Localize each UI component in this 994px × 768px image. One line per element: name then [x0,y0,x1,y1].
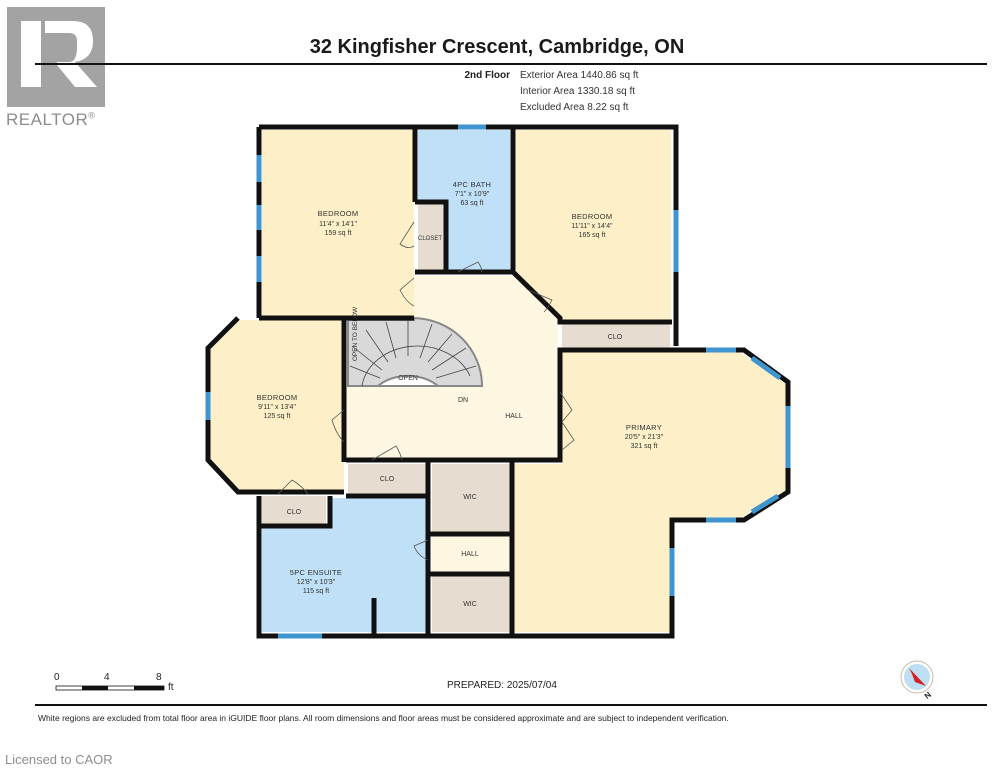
hall-main-label: HALL [505,413,523,420]
wic-top-label: WIC [463,494,477,501]
room-clo-sw[interactable] [262,496,326,524]
open-to-below-label: OPEN TO BELOW [352,306,359,361]
bedroom-ne-area: 165 sq ft [579,232,606,239]
room-primary[interactable] [514,352,786,632]
room-wic-top[interactable] [432,464,510,532]
scale-tick-8: 8 [156,672,162,683]
realtor-logo [7,7,105,107]
windows [205,124,791,639]
primary-dims: 20'5" x 21'3" [625,434,664,441]
bedroom-ne-dims: 11'11" x 14'4" [571,223,613,230]
realtor-wordmark: REALTOR® [6,110,95,130]
exterior-area: Exterior Area 1440.86 sq ft [520,70,639,81]
room-clo-ne[interactable] [562,322,670,350]
bedroom-nw-area: 159 sq ft [325,230,352,237]
room-hall-small[interactable] [432,536,510,572]
room-wic-bottom[interactable] [432,576,510,632]
room-clo-center[interactable] [348,464,426,494]
spiral-stairs[interactable] [347,316,484,387]
bedroom-nw-name: BEDROOM [318,209,359,218]
room-5pc-ensuite[interactable] [262,498,426,632]
room-bedroom-nw[interactable] [262,130,414,316]
ensuite-5pc-dims: 12'8" x 10'3" [297,579,336,586]
room-fills [210,130,786,632]
wic-bottom-label: WIC [463,601,477,608]
ensuite-5pc-area: 115 sq ft [303,588,329,595]
clo-ne-label: CLO [608,334,623,341]
compass-icon [900,660,934,694]
hall-small-label: HALL [461,551,479,558]
scale-bar [55,685,165,691]
clo-sw-label: CLO [287,509,302,516]
stairs-dn-label: DN [458,397,468,404]
bedroom-w-area: 125 sq ft [264,413,291,420]
registered-mark: ® [88,110,96,121]
prepared-date: PREPARED: 2025/07/04 [447,680,557,691]
primary-area: 321 sq ft [631,443,658,450]
room-labels: BEDROOM 11'4" x 14'1" 159 sq ft 4PC BATH… [257,180,664,608]
disclaimer-text: White regions are excluded from total fl… [38,713,729,723]
floor-label: 2nd Floor [464,70,510,81]
realtor-r-icon [21,21,97,87]
bedroom-w-dims: 9'11" x 13'4" [258,404,296,411]
excluded-area: Excluded Area 8.22 sq ft [520,102,629,113]
clo-center-label: CLO [380,476,395,483]
licensed-watermark: Licensed to CAOR [5,752,113,767]
room-closet[interactable] [418,202,444,272]
bedroom-ne-name: BEDROOM [572,212,613,221]
door-swings [277,221,575,561]
room-bedroom-ne[interactable] [516,130,671,320]
room-bedroom-w[interactable] [210,320,344,490]
footer-divider [35,704,987,706]
ensuite-5pc-name: 5PC ENSUITE [290,568,342,577]
primary-name: PRIMARY [626,423,662,432]
bath-4pc-area: 63 sq ft [461,200,484,207]
interior-area: Interior Area 1330.18 sq ft [520,86,636,97]
realtor-name: REALTOR [6,110,89,129]
header-divider [35,63,987,65]
closet-label: CLOSET [418,236,442,242]
scale-unit: ft [168,682,174,693]
bedroom-w-name: BEDROOM [257,393,298,402]
bath-4pc-dims: 7'1" x 10'9" [455,191,490,198]
scale-tick-4: 4 [104,672,110,683]
property-address-title: 32 Kingfisher Crescent, Cambridge, ON [309,36,685,58]
scale-tick-0: 0 [54,672,60,683]
bath-4pc-name: 4PC BATH [453,180,492,189]
stairs-open-label: OPEN [398,375,418,382]
bedroom-nw-dims: 11'4" x 14'1" [319,221,357,228]
